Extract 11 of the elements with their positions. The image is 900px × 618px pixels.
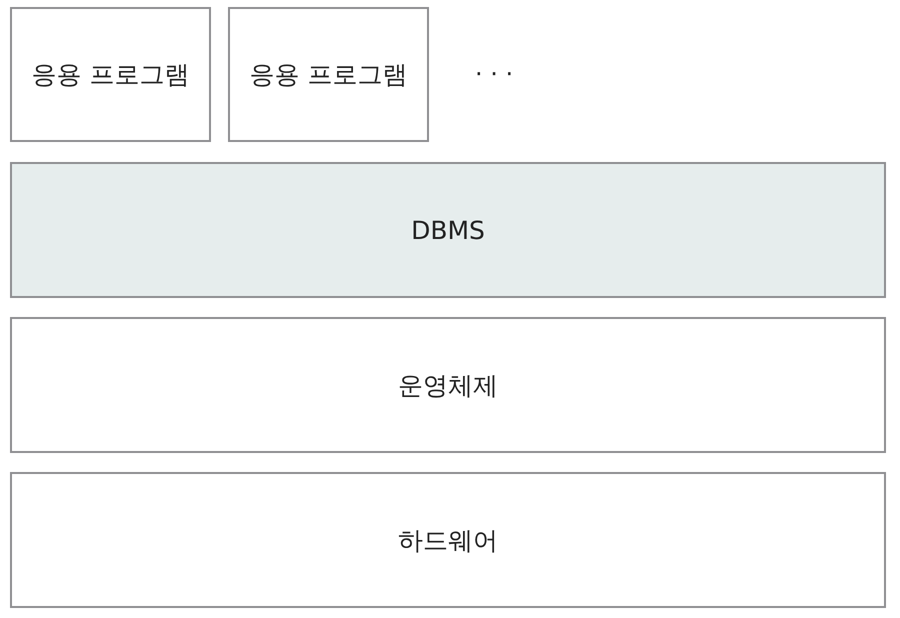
layer-label: 응용 프로그램 — [250, 59, 408, 91]
application-box — [10, 7, 211, 142]
hardware-layer-box — [10, 472, 886, 608]
os-layer-box — [10, 317, 886, 453]
layer-label: 응용 프로그램 — [32, 59, 190, 91]
layer-label: DBMS — [411, 216, 485, 244]
dbms-layer-box — [10, 162, 886, 298]
layer-label: 하드웨어 — [398, 524, 498, 556]
application-box — [228, 7, 429, 142]
ellipsis: · · · — [475, 60, 514, 88]
layer-label: 운영체제 — [398, 370, 498, 402]
